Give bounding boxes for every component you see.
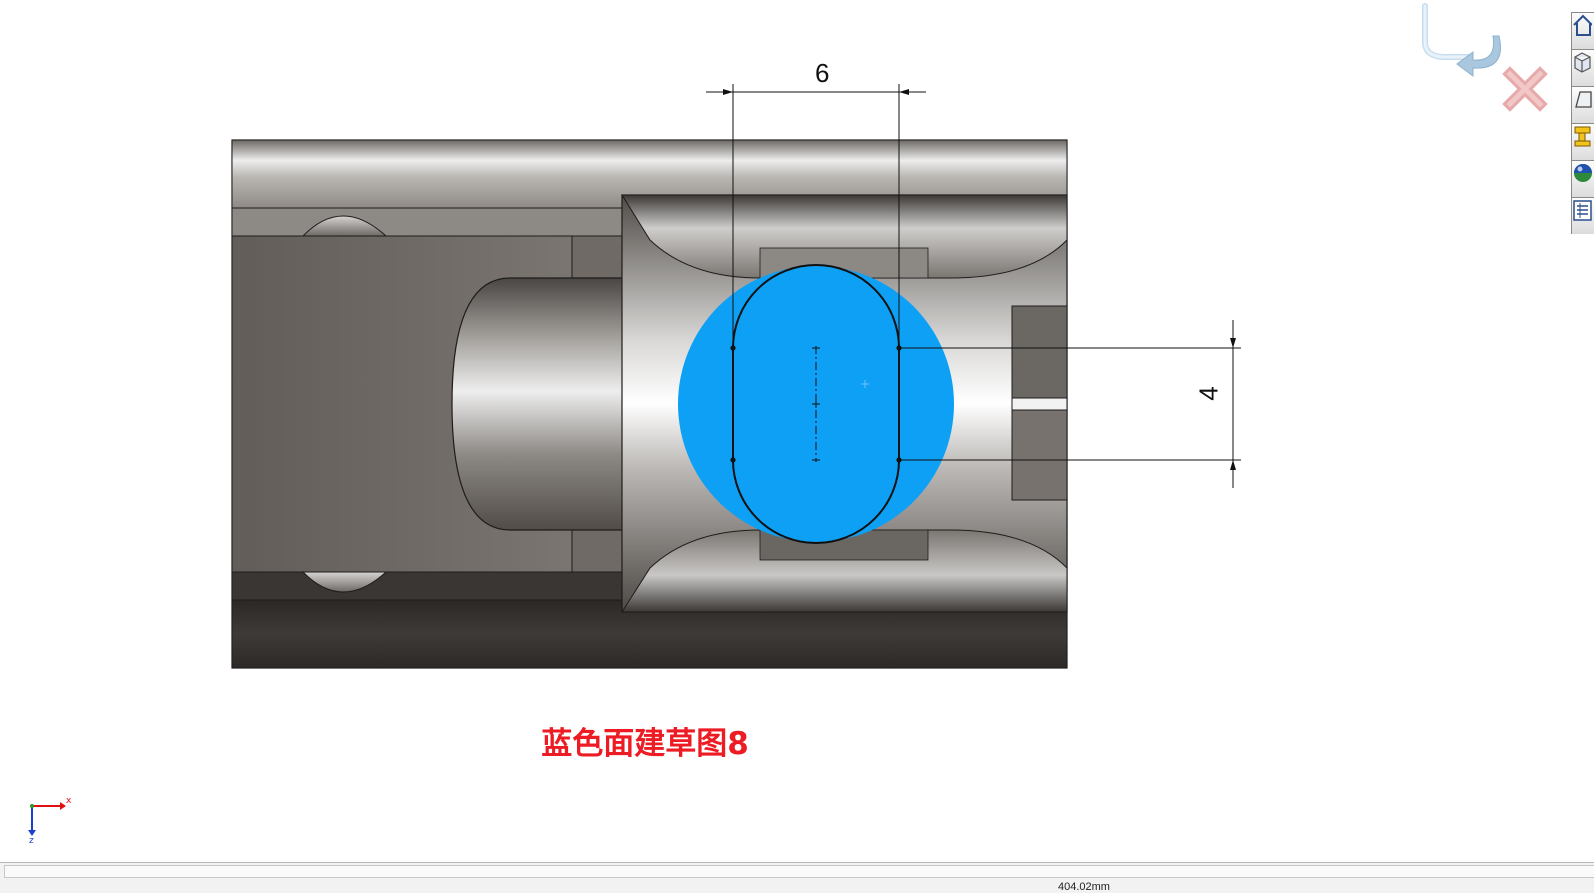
status-bar: 404.02mm bbox=[0, 862, 1594, 893]
axis-x-label: x bbox=[66, 796, 72, 806]
model-view bbox=[28, 84, 1241, 836]
sketch-caption: 蓝色面建草图8 bbox=[541, 726, 749, 762]
part-body bbox=[231, 139, 1068, 669]
home-view-button[interactable] bbox=[1571, 12, 1594, 49]
home-view-icon bbox=[1573, 14, 1592, 36]
axis-triad bbox=[28, 802, 66, 836]
section-view-icon bbox=[1574, 126, 1591, 147]
normal-to-button[interactable] bbox=[1571, 86, 1594, 123]
undo-arrow-icon[interactable] bbox=[1422, 3, 1501, 77]
display-pane-button[interactable] bbox=[1571, 197, 1594, 234]
graphics-viewport[interactable]: 6 4 x z bbox=[0, 0, 1594, 862]
status-bar-track bbox=[4, 865, 1594, 878]
dimension-vertical[interactable] bbox=[899, 320, 1241, 488]
dimension-horizontal[interactable] bbox=[706, 84, 926, 346]
view-cube-button[interactable] bbox=[1571, 49, 1594, 86]
normal-to-icon bbox=[1575, 91, 1592, 108]
status-measure: 404.02mm bbox=[1058, 881, 1110, 893]
appearance-icon bbox=[1574, 164, 1592, 182]
view-toolbar bbox=[1571, 12, 1594, 234]
appearance-button[interactable] bbox=[1571, 160, 1594, 197]
dimension-vertical-value[interactable]: 4 bbox=[1193, 386, 1224, 401]
axis-z-label: z bbox=[29, 836, 34, 846]
view-cube-icon bbox=[1574, 52, 1591, 73]
slot-centerline bbox=[812, 346, 869, 462]
dimension-horizontal-value[interactable]: 6 bbox=[815, 58, 830, 88]
display-pane-icon bbox=[1573, 200, 1592, 221]
section-view-button[interactable] bbox=[1571, 123, 1594, 160]
close-icon[interactable] bbox=[1502, 66, 1548, 112]
